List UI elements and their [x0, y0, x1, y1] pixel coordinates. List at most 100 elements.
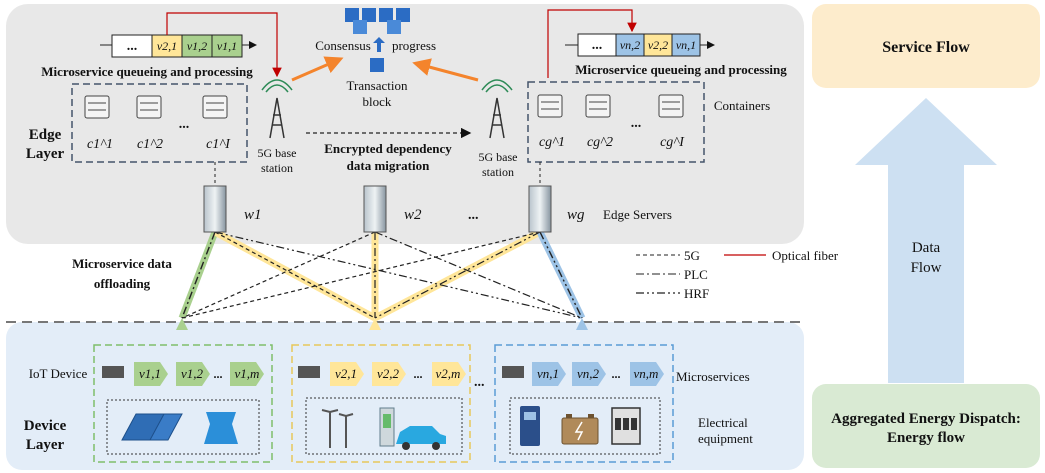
right-queue-item-2: v2,2: [648, 38, 668, 52]
left-container-label-1: c1^1: [87, 137, 113, 152]
edge-layer-title-2: Layer: [26, 146, 65, 162]
base-station-left-label-1: 5G base: [258, 146, 297, 160]
consensus-label: Consensus: [315, 38, 371, 53]
service-flow-box: [812, 4, 1040, 88]
left-queue: ... v2,1 v1,2 v1,1: [100, 34, 257, 58]
energy-dispatch-label-2: Energy flow: [887, 430, 965, 446]
right-container-3: cg^I: [658, 94, 685, 150]
service-flow-label: Service Flow: [882, 39, 970, 56]
base-station-left-label-2: station: [261, 161, 293, 175]
device-group-2: v2,1 v2,2 ... v2,m: [291, 344, 471, 463]
chip-icon: [298, 366, 320, 378]
microservices-label: Microservices: [676, 369, 750, 384]
data-flow-arrow: [855, 98, 997, 383]
left-queue-item-3: v1,1: [217, 39, 237, 53]
electrical-label-2: equipment: [698, 431, 753, 446]
group2-item-1: v2,1: [335, 366, 357, 381]
solar-panel-icon: [121, 413, 183, 441]
base-station-left-icon: [261, 79, 293, 139]
legend-optical-fiber: Optical fiber: [772, 248, 839, 263]
edge-server-1-icon: [203, 185, 227, 233]
right-containers-box: [527, 81, 705, 163]
migration-label-1: Encrypted dependency: [324, 141, 452, 156]
switchgear-icon: [611, 407, 641, 445]
groupn-item-2: vn,2: [577, 366, 600, 381]
left-queue-title: Microservice queueing and processing: [41, 64, 253, 79]
group2-item-3: v2,m: [436, 366, 461, 381]
left-containers-ellipsis: ...: [179, 117, 190, 132]
left-container-label-3: c1^I: [206, 137, 231, 152]
orange-arrow-right: [412, 58, 479, 82]
group1-ellipsis: ...: [214, 367, 223, 381]
offloading-label-1: Microservice data: [72, 256, 172, 271]
consensus-arrow-icon: [373, 37, 385, 52]
edge-server-g-label: wg: [567, 207, 585, 223]
charging-station-icon: [379, 407, 395, 447]
energy-dispatch-box: [812, 384, 1040, 468]
smart-meter-icon: [520, 406, 540, 446]
links: [176, 228, 588, 330]
chip-icon: [102, 366, 124, 378]
device-layer-panel: [6, 322, 804, 470]
left-queue-item-1: v2,1: [157, 39, 177, 53]
containers-label: Containers: [714, 98, 770, 113]
street-lamp-icon: [321, 409, 354, 448]
base-station-right-label-1: 5G base: [479, 150, 518, 164]
edge-servers-ellipsis: ...: [468, 208, 479, 223]
optical-fiber-left: [166, 12, 282, 78]
edge-servers-label: Edge Servers: [603, 207, 672, 222]
cooling-tower-icon: [204, 412, 238, 444]
chip-icon: [502, 366, 524, 378]
groupn-ellipsis: ...: [612, 367, 621, 381]
electric-car-icon: [396, 426, 446, 450]
data-flow-label-1: Data: [912, 240, 941, 256]
device-layer-title-1: Device: [24, 418, 67, 434]
data-flow-label-2: Flow: [911, 260, 942, 276]
right-containers-ellipsis: ...: [631, 116, 642, 131]
group1-item-1: v1,1: [139, 366, 161, 381]
right-container-label-1: cg^1: [539, 135, 565, 150]
edge-server-1-label: w1: [244, 207, 262, 223]
electrical-label-1: Electrical: [698, 415, 748, 430]
left-queue-item-2: v1,2: [187, 39, 207, 53]
device-group-n: vn,1 vn,2 ... vn,m: [494, 344, 674, 463]
edge-layer-panel: [6, 4, 804, 244]
transaction-label-1: Transaction: [347, 78, 408, 93]
left-container-3: c1^I: [202, 95, 231, 152]
device-layer-title-2: Layer: [26, 437, 65, 453]
right-queue-ellipsis: ...: [592, 38, 603, 53]
left-container-1: c1^1: [84, 95, 113, 152]
offloading-label-2: offloading: [94, 276, 151, 291]
legend-hrf: HRF: [684, 286, 709, 301]
device-groups-ellipsis: ...: [474, 375, 485, 390]
groupn-item-3: vn,m: [634, 366, 659, 381]
left-queue-ellipsis: ...: [127, 39, 138, 54]
legend-5g: 5G: [684, 248, 700, 263]
base-station-right-icon: [481, 79, 513, 139]
battery-icon: [561, 414, 599, 445]
right-container-label-3: cg^I: [660, 135, 685, 150]
energy-dispatch-label-1: Aggregated Energy Dispatch:: [831, 411, 1021, 427]
right-queue-item-1: vn,2: [620, 38, 640, 52]
right-queue-item-3: vn,1: [676, 38, 696, 52]
legend-plc: PLC: [684, 267, 708, 282]
base-station-right-label-2: station: [482, 165, 514, 179]
edge-layer-title-1: Edge: [29, 127, 62, 143]
transaction-label-2: block: [363, 94, 392, 109]
groupn-item-1: vn,1: [537, 366, 559, 381]
group2-ellipsis: ...: [414, 367, 423, 381]
device-group-1: v1,1 v1,2 ... v1,m: [93, 344, 273, 463]
migration-label-2: data migration: [347, 158, 430, 173]
right-container-2: cg^2: [585, 94, 613, 150]
edge-server-2-icon: [363, 185, 387, 233]
orange-arrow-left: [291, 56, 344, 82]
left-container-label-2: c1^2: [137, 137, 163, 152]
progress-label: progress: [392, 38, 436, 53]
right-container-label-2: cg^2: [587, 135, 613, 150]
legend: 5G Optical fiber PLC HRF: [636, 248, 839, 301]
group2-item-2: v2,2: [377, 366, 400, 381]
optical-fiber-right: [547, 9, 637, 78]
edge-server-g-icon: [528, 185, 552, 233]
blockchain-cylinders-icon: [345, 8, 410, 72]
edge-server-2-label: w2: [404, 207, 422, 223]
